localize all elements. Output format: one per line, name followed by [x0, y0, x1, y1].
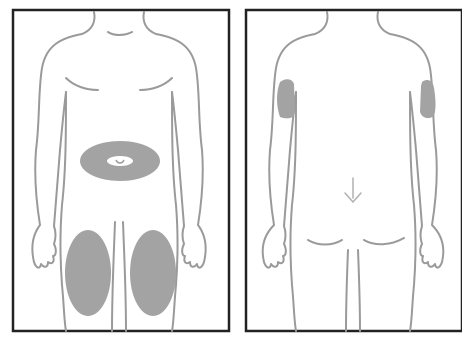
- front-view-panel: [13, 10, 229, 331]
- back-view-panel: [246, 10, 462, 331]
- right-thigh-injection-site: [130, 230, 176, 316]
- left-upper-arm-injection-site: [277, 79, 295, 118]
- left-thigh-injection-site: [65, 230, 111, 316]
- right-upper-arm-injection-site: [420, 80, 436, 118]
